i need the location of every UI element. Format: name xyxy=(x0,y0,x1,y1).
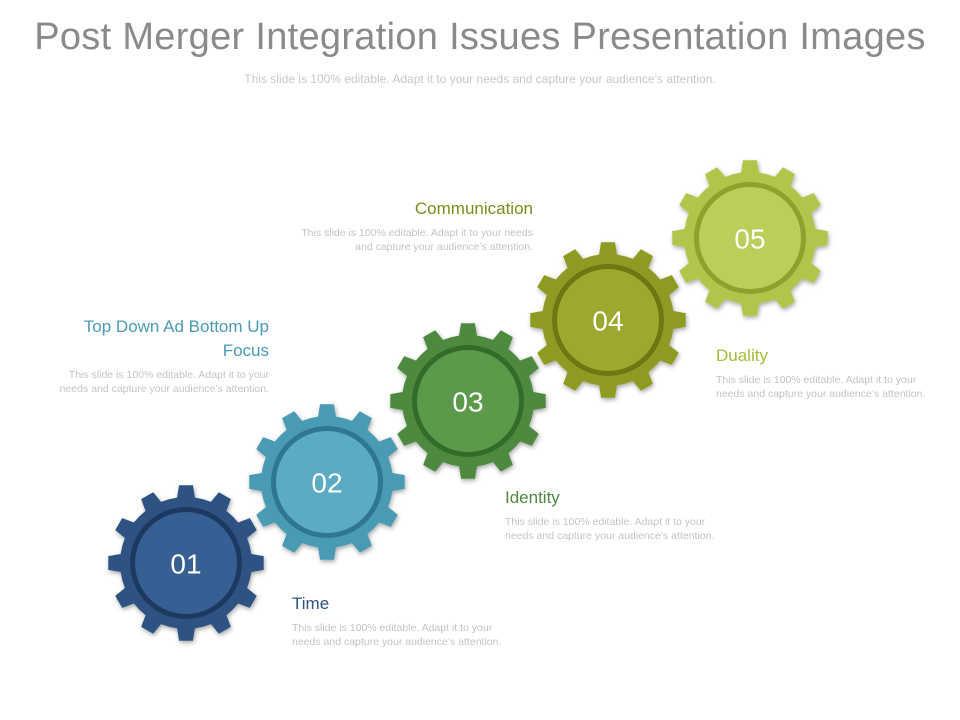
gear-02-center xyxy=(276,431,378,533)
slide-title: Post Merger Integration Issues Presentat… xyxy=(34,16,926,58)
item-identity: Identity This slide is 100% editable. Ad… xyxy=(505,486,715,543)
gear-03-center xyxy=(417,350,519,452)
item-identity-description: This slide is 100% editable. Adapt it to… xyxy=(505,516,715,542)
item-communication-heading: Communication xyxy=(414,199,533,218)
item-duality: Duality This slide is 100% editable. Ada… xyxy=(716,344,926,401)
gear-02-number: 02 xyxy=(311,468,342,499)
gear-04-center xyxy=(557,269,659,371)
gear-04: 04 xyxy=(530,242,686,398)
item-time-description: This slide is 100% editable. Adapt it to… xyxy=(292,622,502,648)
item-communication-description: This slide is 100% editable. Adapt it to… xyxy=(301,227,533,253)
item-top-down: Top Down Ad Bottom Up Focus This slide i… xyxy=(40,315,269,396)
item-communication: Communication This slide is 100% editabl… xyxy=(300,197,533,254)
gear-05: 05 xyxy=(672,160,828,316)
item-time-heading: Time xyxy=(292,594,330,613)
gear-05-center xyxy=(699,187,801,289)
item-top-down-description: This slide is 100% editable. Adapt it to… xyxy=(59,369,269,395)
slide-subtitle: This slide is 100% editable. Adapt it to… xyxy=(244,72,716,86)
gear-03: 03 xyxy=(390,323,546,479)
gear-03-number: 03 xyxy=(452,387,483,418)
gear-01: 01 xyxy=(108,485,264,641)
gear-05-number: 05 xyxy=(734,224,765,255)
item-duality-description: This slide is 100% editable. Adapt it to… xyxy=(716,374,926,400)
item-top-down-heading: Top Down Ad Bottom Up Focus xyxy=(83,317,269,360)
item-identity-heading: Identity xyxy=(505,488,560,507)
gear-01-center xyxy=(135,512,237,614)
item-duality-heading: Duality xyxy=(716,346,768,365)
gear-01-number: 01 xyxy=(170,549,201,580)
gear-02: 02 xyxy=(249,404,405,560)
item-time: Time This slide is 100% editable. Adapt … xyxy=(292,592,502,649)
gear-04-number: 04 xyxy=(592,306,623,337)
